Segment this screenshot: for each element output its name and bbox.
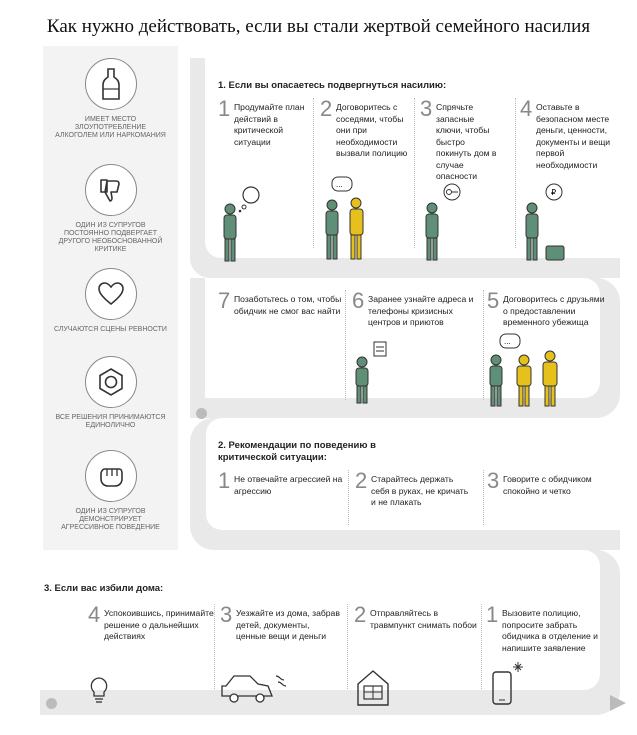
svg-text:₽: ₽ [551,188,556,197]
person-key-figure [425,183,461,261]
divider [481,604,483,689]
phone-icon [492,662,523,705]
section3-title: 3. Если вас избили дома: [44,583,164,594]
heart-icon [84,268,137,320]
svg-text:...: ... [336,180,343,189]
sidebar-item-jealousy: Случаются сцены ревности [43,268,178,334]
divider [483,470,485,525]
fist-icon [84,450,137,502]
divider [313,98,315,248]
divider [345,290,347,400]
bottle-icon [84,58,137,110]
svg-text:...: ... [504,337,511,346]
car-icon [221,675,287,703]
person-thinking-figure [223,186,260,262]
row-marker [46,698,57,709]
neighbors-figure: ... [325,176,364,260]
divider [214,604,216,689]
light-bulb-icon [90,677,108,703]
sidebar-item-criticism: Один из супругов постоянно подвергает др… [43,164,178,254]
friends-group-figure: ... [489,333,558,407]
sidebar-item-aggression: Один из супругов демонстрирует агрессивн… [43,450,178,532]
band-row-3-inner [206,418,620,530]
person-money-figure: ₽ [525,183,565,261]
sidebar-warning-signs: Имеет место злоупотребление алкоголем ил… [43,46,178,566]
band-row-2-inner [205,278,600,398]
hex-nut-icon [84,356,137,408]
band-row-1-inner [205,58,620,258]
page-title: Как нужно действовать, если вы стали жер… [46,16,591,37]
divider [347,604,349,689]
band-row-4-inner [40,550,600,690]
divider [348,470,350,525]
person-notes-figure [355,341,387,404]
row-marker [196,408,207,419]
divider [515,98,517,248]
sidebar-item-alcohol: Имеет место злоупотребление алкоголем ил… [43,58,178,140]
section1-title: 1. Если вы опасаетесь подвергнуться наси… [218,80,447,91]
divider [483,290,485,400]
sidebar-item-decisions: Все решения принимаются единолично [43,356,178,430]
house-icon [357,670,389,706]
divider [414,98,416,248]
section2-title: 2. Рекомендации по поведению в критическ… [218,440,376,463]
thumbs-down-icon [84,164,137,216]
arrow-right-icon [610,695,626,711]
